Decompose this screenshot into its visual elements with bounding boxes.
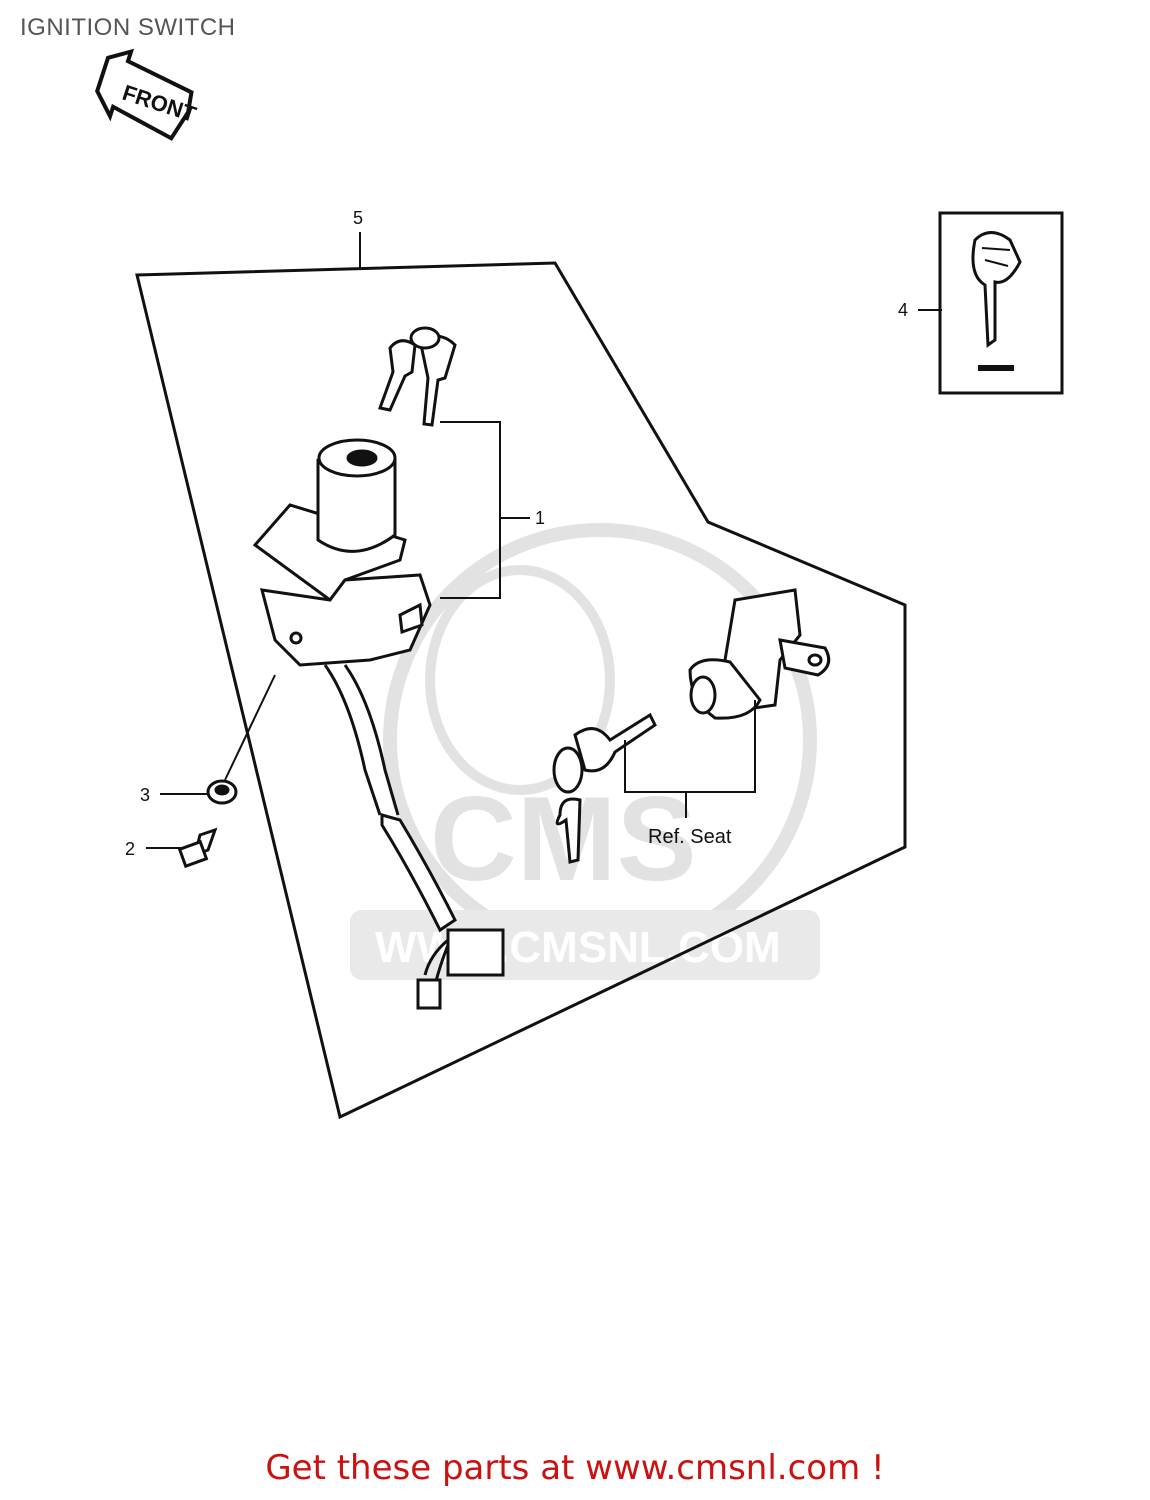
callout-4-label: 4 [898, 300, 908, 320]
key-box [938, 211, 1064, 395]
callout-2-label: 2 [125, 839, 135, 859]
watermark-url: WWW.CMSNL.COM [375, 923, 781, 972]
ignition-keys-icon [377, 326, 457, 427]
seat-keys-icon [552, 712, 657, 864]
seat-lock-icon [688, 588, 831, 720]
mount-leader [224, 674, 276, 781]
ref-seat-bracket [624, 700, 756, 818]
front-arrow-icon: FRONT [95, 48, 200, 141]
ref-seat-label: Ref. Seat [648, 826, 732, 848]
page-title: IGNITION SWITCH [20, 14, 236, 41]
ignition-switch-icon [252, 438, 432, 667]
call-to-action-link[interactable]: Get these parts at www.cmsnl.com ! [265, 1448, 885, 1488]
key-icon [971, 231, 1022, 371]
wire-harness-icon [323, 664, 505, 1010]
callout-1-label: 1 [535, 508, 545, 528]
nut-icon [206, 779, 238, 805]
bolt-icon [177, 827, 218, 869]
watermark-text: CMS [430, 772, 697, 906]
callout-5-label: 5 [353, 208, 363, 228]
parts-diagram: CMS WWW.CMSNL.COM FRONT 5 4 [95, 48, 1064, 1120]
callout-3-label: 3 [140, 785, 150, 805]
assembly-outline [135, 261, 907, 1120]
callout-1-bracket [440, 421, 530, 599]
